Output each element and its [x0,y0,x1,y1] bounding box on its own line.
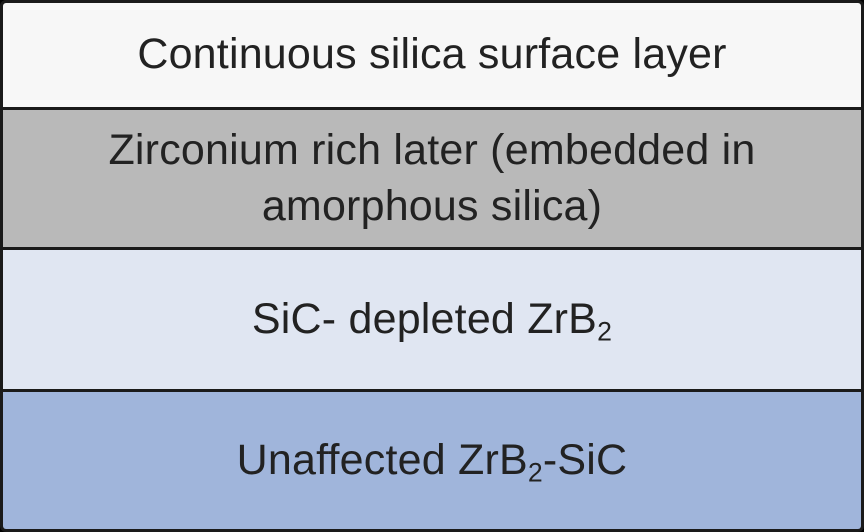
sic-depleted-layer-label-subscript: 2 [597,316,613,347]
unaffected-layer-label: Unaffected ZrB2-SiC [207,433,658,488]
sic-depleted-layer-label-main: SiC- depleted ZrB [251,294,598,343]
silica-surface-layer-label: Continuous silica surface layer [137,30,727,79]
unaffected-layer-label-pre: Unaffected ZrB [236,435,528,484]
sic-depleted-layer-label: SiC- depleted ZrB2 [222,292,642,347]
zirconium-rich-layer-label-line1: Zirconium rich later (embedded in [108,126,756,175]
zirconium-rich-layer-label: Zirconium rich later (embedded in amorph… [78,123,785,233]
unaffected-layer-label-subscript: 2 [527,457,543,488]
zirconium-rich-layer: Zirconium rich later (embedded in amorph… [3,107,861,247]
sic-depleted-layer: SiC- depleted ZrB2 [3,247,861,389]
unaffected-layer-label-post: -SiC [542,435,628,484]
silica-surface-layer: Continuous silica surface layer [3,3,861,107]
zirconium-rich-layer-label-line2: amorphous silica) [261,181,603,230]
unaffected-layer: Unaffected ZrB2-SiC [3,389,861,529]
